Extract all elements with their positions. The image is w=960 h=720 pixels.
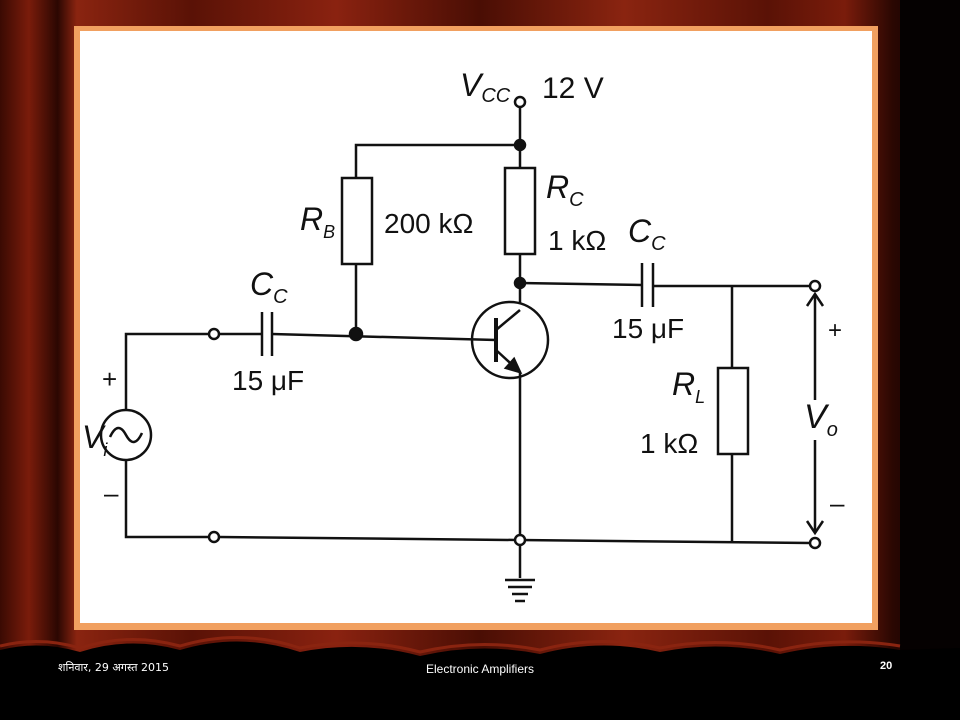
- footer-title: Electronic Amplifiers: [425, 662, 535, 676]
- rc-label: RC: [546, 169, 584, 211]
- rb-value: 200 kΩ: [384, 208, 473, 239]
- cout-wire-left: [519, 281, 643, 287]
- emitter-arrow: [503, 356, 523, 374]
- rl-label: RL: [672, 366, 705, 407]
- footer-date: शनिवार, 29 अगस्त 2015: [58, 661, 170, 674]
- input-bottom-wire: [124, 460, 209, 539]
- vin-minus: –: [104, 478, 119, 508]
- input-terminal-top: [207, 327, 221, 341]
- cin-label: CC: [250, 266, 288, 308]
- vo-arrowhead-bottom: [805, 520, 825, 536]
- cout-value: 15 μF: [612, 313, 684, 344]
- rb-top-wire: [354, 143, 520, 178]
- circuit-labels: VCC 12 V RB 200 kΩ RC 1 kΩ CC 15 μF CC 1…: [82, 67, 845, 518]
- vout-label: Vo: [804, 398, 838, 441]
- emitter-node: [513, 533, 527, 547]
- vo-arrowhead-top: [805, 291, 825, 307]
- circuit-diagram: [99, 95, 825, 603]
- rl-value: 1 kΩ: [640, 428, 698, 459]
- cin-value: 15 μF: [232, 365, 304, 396]
- vin-plus: +: [102, 364, 117, 394]
- transistor-collector-lead: [495, 309, 521, 331]
- input-top-wire: [124, 332, 209, 410]
- input-terminal-bottom: [207, 530, 221, 544]
- curtain-valance-edge: [0, 636, 901, 654]
- output-terminal-bottom: [808, 536, 822, 550]
- vin-label: Vi: [82, 419, 108, 460]
- base-wire: [271, 332, 497, 342]
- output-terminal-top: [808, 279, 822, 293]
- rb-label: RB: [300, 201, 335, 242]
- footer-page-number: 20: [880, 660, 893, 672]
- vcc-value: 12 V: [542, 72, 604, 105]
- rb-resistor: [340, 176, 374, 266]
- curtain-right-shadow: [900, 0, 960, 720]
- cout-label: CC: [628, 213, 666, 255]
- ac-source-wave: [108, 426, 144, 444]
- curtain-valance: [0, 641, 960, 720]
- rl-resistor: [716, 366, 750, 456]
- rc-resistor: [503, 166, 537, 256]
- base-node: [348, 326, 364, 342]
- vcc-label: VCC: [460, 67, 511, 107]
- vout-plus: +: [828, 317, 842, 344]
- rc-value: 1 kΩ: [548, 225, 606, 256]
- vout-minus: –: [830, 488, 845, 518]
- vcc-terminal: [513, 95, 527, 109]
